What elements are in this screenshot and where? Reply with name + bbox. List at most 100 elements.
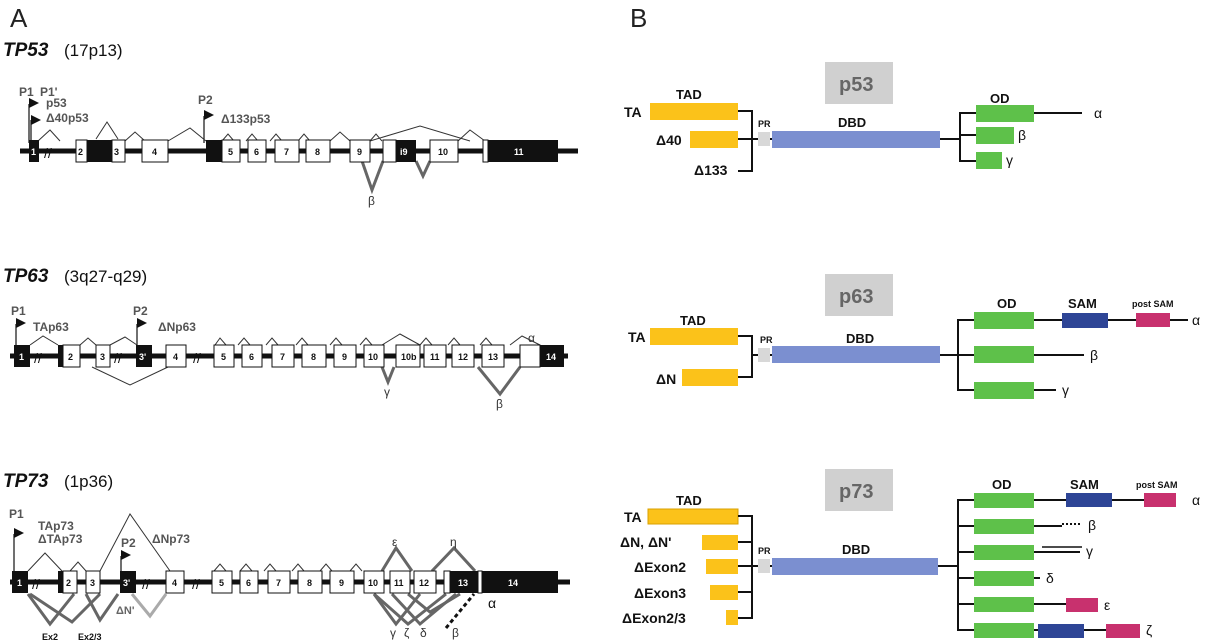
tp73-exon-14: 14: [508, 578, 518, 588]
tp53-exon-1: 1: [31, 147, 36, 157]
svg-text://: //: [192, 576, 200, 592]
tp73-exon-7: 7: [276, 578, 281, 588]
tp63-isoform-tap63: TAp63: [33, 320, 69, 334]
tp63-exon-10: 10: [368, 352, 378, 362]
svg-text://: //: [114, 350, 122, 366]
p73-postsam: [1144, 493, 1176, 507]
p63-name-box: [825, 274, 893, 316]
p53-nterm-d40: Δ40: [656, 132, 682, 148]
p73-protein: p73 TAD TA ΔN, ΔN' ΔExon2 ΔExon3 ΔExon2/…: [620, 469, 1200, 638]
tp73-splice-zeta: ζ: [404, 626, 410, 640]
p73-postsam-label: post SAM: [1136, 480, 1178, 490]
p63-sam: [1062, 313, 1108, 328]
p73-od-zeta: [974, 623, 1034, 638]
tp53-splice-beta: β: [368, 194, 375, 208]
tp53-exon-i9: i9: [400, 147, 408, 157]
tp63-exon-5: 5: [221, 352, 226, 362]
tp63-splice-beta: β: [496, 397, 503, 411]
tp53-exon-8: 8: [315, 147, 320, 157]
tp63-exon-10b: 10b: [401, 352, 417, 362]
tp53-exon-4: 4: [152, 147, 157, 157]
tp63-splice-gamma: γ: [384, 385, 390, 399]
tp53-name: TP53: [3, 40, 49, 61]
tp63-exon-7: 7: [280, 352, 285, 362]
p63-protein: p63 TAD TA ΔN PR DBD OD SAM post SAM α β…: [628, 274, 1200, 399]
p73-tad-dex3: [710, 585, 738, 600]
tp73-exon-2: 2: [66, 578, 71, 588]
p73-cterm-beta: β: [1088, 517, 1096, 533]
tp73-exon-5: 5: [219, 578, 224, 588]
p53-od-beta: [976, 127, 1014, 144]
p73-dbd-label: DBD: [842, 542, 870, 557]
p63-tad-dn: [682, 369, 738, 386]
p73-name: p73: [839, 481, 873, 503]
p73-sam: [1066, 493, 1112, 507]
tp63-promoter-p1: P1: [11, 304, 26, 318]
tp53-exon-3: 3: [114, 147, 119, 157]
p63-dbd-label: DBD: [846, 331, 874, 346]
p73-od-alpha: [974, 493, 1034, 508]
tp73-splice-alpha: α: [488, 595, 496, 611]
p53-nterm-d133: Δ133: [694, 162, 728, 178]
tp73-splice-beta: β: [452, 626, 459, 640]
p53-dbd-label: DBD: [838, 115, 866, 130]
tp63-isoform-dnp63: ΔNp63: [158, 320, 196, 334]
p63-cterm-alpha: α: [1192, 312, 1200, 328]
tp73-isoform-dtap73: ΔTAp73: [38, 532, 83, 546]
p53-tad-d40: [690, 131, 738, 148]
p63-nterm-dn: ΔN: [656, 371, 676, 387]
tp53-exon-7: 7: [284, 147, 289, 157]
tp73-exon-6: 6: [246, 578, 251, 588]
p53-od-gamma: [976, 152, 1002, 169]
tp53-exon-11: 11: [514, 147, 524, 157]
tp73-exon-3prime: 3': [123, 578, 130, 588]
tp63-gene: TP63 (3q27-q29) P1 P2 TAp63 ΔNp63 α γ β: [3, 266, 568, 411]
tp63-exon-3: 3: [100, 352, 105, 362]
p73-tad-dn: [702, 535, 738, 550]
tp53-isoform-d133: Δ133p53: [221, 112, 271, 126]
tp73-isoform-dnp73: ΔNp73: [152, 532, 190, 546]
tp63-exon-1: 1: [19, 352, 24, 362]
tp63-exon-12: 12: [458, 352, 468, 362]
p73-nterm-dn: ΔN, ΔN': [620, 534, 671, 550]
tp63-exon-13: 13: [488, 352, 498, 362]
tp53-isoform-d40: Δ40p53: [46, 111, 89, 125]
p73-nterm-ta: TA: [624, 509, 642, 525]
p63-sam-label: SAM: [1068, 296, 1097, 311]
p73-cterm-epsilon: ε: [1104, 597, 1110, 613]
panel-a-label: A: [10, 3, 28, 33]
tp73-location: (1p36): [64, 472, 113, 491]
tp53-gene: TP53 (17p13) P1 P1' P2 p53 Δ40p53 Δ133p5…: [3, 40, 578, 208]
tp73-splice-gamma: γ: [390, 626, 396, 640]
tp63-exon-6: 6: [249, 352, 254, 362]
p53-dbd: [772, 131, 940, 148]
p53-od-label: OD: [990, 91, 1010, 106]
p53-tad-ta: [650, 103, 738, 120]
p73-sam-zeta: [1038, 624, 1084, 638]
svg-text://: //: [193, 350, 201, 366]
tp73-gene: TP73 (1p36) P1 P2 TAp73 ΔTAp73 ΔNp73 ε η…: [3, 471, 570, 642]
svg-text://: //: [32, 576, 40, 592]
p63-postsam-label: post SAM: [1132, 299, 1174, 309]
tp53-exon-6: 6: [254, 147, 259, 157]
p73-cterm-gamma: γ: [1086, 543, 1093, 559]
tp73-name: TP73: [3, 471, 49, 492]
p73-nterm-dex3: ΔExon3: [634, 585, 686, 601]
p63-od-alpha: [974, 312, 1034, 329]
tp73-promoter-p1: P1: [9, 507, 24, 521]
tp73-exon-4: 4: [172, 578, 177, 588]
tp53-exon-10: 10: [438, 147, 448, 157]
p73-cterm-zeta: ζ: [1146, 622, 1152, 638]
tp53-promoter-p1: P1: [19, 85, 34, 99]
svg-text://: //: [142, 576, 150, 592]
tp73-splice-delta: δ: [420, 626, 427, 640]
tp63-splice-alpha: α: [528, 331, 535, 345]
tp53-promoter-p1prime: P1': [40, 85, 58, 99]
tp63-promoter-p2: P2: [133, 304, 148, 318]
tp73-exon-3: 3: [90, 578, 95, 588]
p73-cterm-delta: δ: [1046, 570, 1054, 586]
p53-pr: [758, 132, 770, 146]
p63-od-gamma: [974, 382, 1034, 399]
tp73-isoform-dnprime: ΔN': [116, 605, 135, 617]
